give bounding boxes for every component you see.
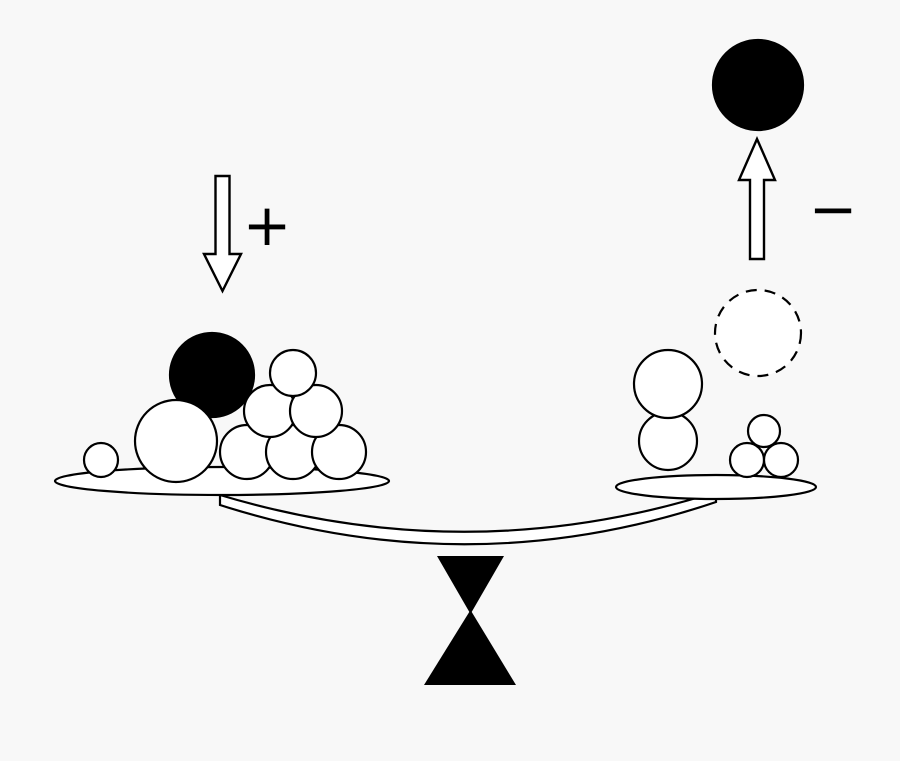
down-arrow-icon — [202, 174, 243, 294]
right-small-ball-3 — [746, 413, 782, 449]
left-pyramid-ball-5 — [288, 383, 344, 439]
right-small-ball-2 — [762, 441, 800, 479]
left-small-ball — [82, 441, 120, 479]
right-pan-balls — [632, 348, 800, 479]
plus-label: + — [243, 191, 292, 259]
left-black-ball — [168, 331, 256, 419]
right-stack-ball-top — [632, 348, 704, 420]
right-pan — [614, 473, 818, 501]
fulcrum-hourglass — [424, 556, 516, 685]
floating-balls — [711, 38, 805, 378]
right-small-ball-1 — [728, 441, 766, 479]
left-pan-balls — [82, 331, 368, 484]
up-arrow-icon — [737, 136, 777, 261]
right-stack-ball-bottom — [637, 410, 699, 472]
minus-label: − — [809, 175, 858, 243]
left-pyramid-ball-6 — [268, 348, 318, 398]
removed-black-ball — [711, 38, 805, 132]
balance-beam — [218, 490, 718, 546]
fulcrum-top-triangle — [437, 556, 504, 614]
fulcrum-bottom-triangle — [424, 610, 516, 685]
left-large-ball — [133, 398, 219, 484]
ghost-ball-outline — [713, 288, 803, 378]
